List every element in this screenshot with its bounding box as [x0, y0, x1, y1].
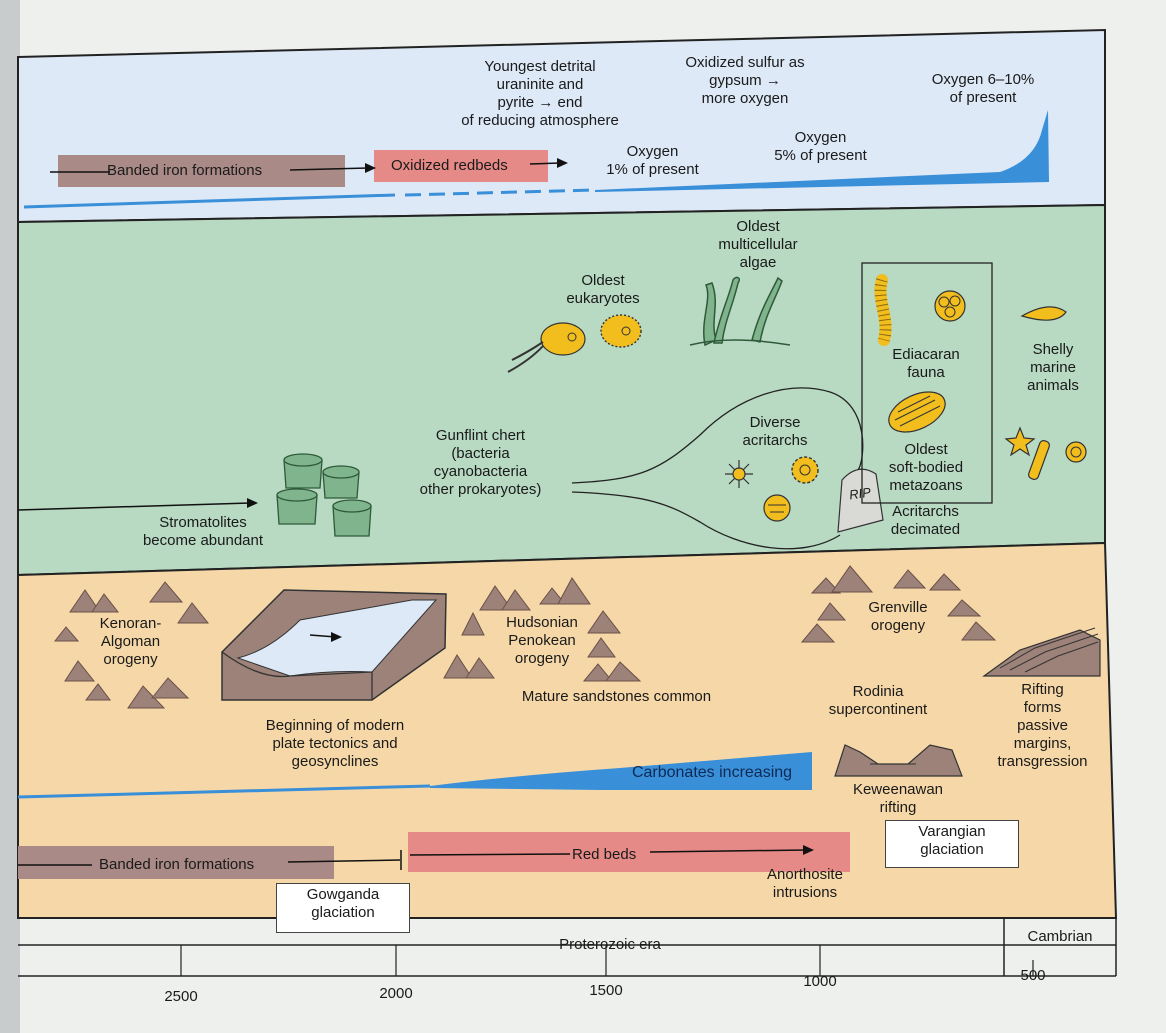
red-beds-line-right: [649, 849, 807, 853]
tick-label-1000: 1000: [803, 973, 837, 990]
grenville-label: Grenville orogeny: [868, 599, 928, 634]
red-beds-label: Red beds: [572, 846, 637, 863]
arrowhead: [557, 158, 568, 168]
mountain-cluster-grenville: [800, 565, 997, 643]
mature-sandstones-label: Mature sandstones common: [521, 688, 712, 705]
oxidized-redbeds-label: Oxidized redbeds: [391, 157, 508, 174]
acritarch-spiky-icon: [725, 460, 753, 488]
keweenawan-label: Keweenawan rifting: [852, 781, 944, 816]
keweenawan-rift-section: [834, 744, 963, 777]
rip-tombstone: [837, 468, 884, 533]
snail-shell-icon: [1065, 441, 1087, 463]
banded-iron-bar-top: [58, 155, 345, 187]
carbonates-wedge: [430, 752, 812, 790]
oldest-eukaryotes-label: Oldest eukaryotes: [566, 272, 640, 307]
uraninite-note: Youngest detrital uraninite and pyrite →…: [461, 58, 619, 129]
ediacaran-frond-icon: [888, 391, 946, 433]
carbonates-line: [17, 784, 431, 799]
diverse-acritarchs-label: Diverse acritarchs: [742, 414, 808, 449]
rodinia-label: Rodinia supercontinent: [828, 683, 928, 718]
shelly-tube-icon: [1027, 440, 1051, 480]
shelly-cone-icon: [1020, 306, 1067, 321]
ediacaran-worm-icon: [874, 274, 892, 346]
ediacaran-label: Ediacaran fauna: [892, 346, 960, 381]
acritarch-round-icon: [791, 456, 819, 484]
rifting-label: Rifting forms passive margins, transgres…: [997, 681, 1088, 770]
era-cambrian-label: Cambrian: [1027, 928, 1093, 945]
era-proterozoic-label: Proterozoic era: [559, 936, 661, 953]
red-beds-bar: [408, 832, 850, 872]
gowganda-label: Gowganda glaciation: [276, 883, 410, 933]
stromatolite-icon: [276, 453, 372, 537]
anorthosite-label: Anorthosite intrusions: [767, 866, 843, 901]
shelly-label: Shelly marine animals: [1027, 341, 1079, 394]
banded-iron-arrow-right: [289, 167, 369, 171]
oxygen-line-dashed: [404, 188, 596, 197]
red-beds-line-left: [409, 853, 571, 856]
carbonates-label: Carbonates increasing: [631, 764, 793, 781]
stromatolite-arrow: [17, 502, 251, 511]
tick-label-500: 500: [1020, 967, 1046, 984]
banded-iron-line-right: [287, 859, 401, 863]
starfish-icon: [1004, 426, 1036, 457]
acritarchs-decimated-label: Acritarchs decimated: [890, 503, 961, 538]
acritarch-lumpy-icon: [763, 494, 791, 522]
eukaryote-flagellate-icon: [507, 322, 586, 373]
varangian-label: Varangian glaciation: [885, 820, 1019, 868]
page-shadow: [0, 0, 20, 1033]
oxidized-redbeds-bar: [374, 150, 548, 182]
arrowhead: [247, 498, 258, 508]
kenoran-label: Kenoran- Algoman orogeny: [99, 615, 162, 668]
rifting-cross-section: [982, 627, 1101, 677]
hudsonian-label: Hudsonian Penokean orogeny: [506, 614, 578, 667]
stromatolites-label: Stromatolites become abundant: [142, 514, 264, 549]
tick-label-2500: 2500: [164, 988, 198, 1005]
eukaryote-spiny-icon: [600, 314, 642, 348]
tick-label-1500: 1500: [589, 982, 623, 999]
oxygen-5-label: Oxygen 5% of present: [774, 129, 867, 164]
oxygen-line: [23, 193, 396, 209]
soft-bodied-label: Oldest soft-bodied metazoans: [888, 441, 964, 494]
banded-iron-bar-bottom: [18, 846, 334, 879]
mountain-cluster-kenoran: [53, 581, 210, 709]
acritarch-bulb: [571, 387, 864, 550]
arrowhead: [803, 845, 814, 855]
plate-tectonics-label: Beginning of modern plate tectonics and …: [265, 717, 405, 770]
sulfur-note: Oxidized sulfur as gypsum → more oxygen: [685, 54, 805, 107]
mountain-cluster-hudsonian: [443, 577, 642, 682]
oxygen-1-label: Oxygen 1% of present: [606, 143, 699, 178]
gunflint-label: Gunflint chert (bacteria cyanobacteria o…: [419, 427, 542, 498]
arrowhead: [365, 163, 376, 173]
tick-label-2000: 2000: [379, 985, 413, 1002]
oldest-multicellular-label: Oldest multicellular algae: [718, 218, 798, 271]
banded-iron-label-top: Banded iron formations: [107, 162, 263, 179]
ediacaran-disc-icon: [934, 290, 966, 322]
plate-tectonics-block-diagram: [221, 589, 447, 701]
multicellular-algae-icon: [689, 276, 791, 347]
oxygen-6-10-label: Oxygen 6–10% of present: [931, 71, 1035, 106]
ediacaran-box: [861, 262, 993, 504]
redbeds-arrow: [529, 162, 561, 165]
banded-iron-label-bottom: Banded iron formations: [99, 856, 255, 873]
